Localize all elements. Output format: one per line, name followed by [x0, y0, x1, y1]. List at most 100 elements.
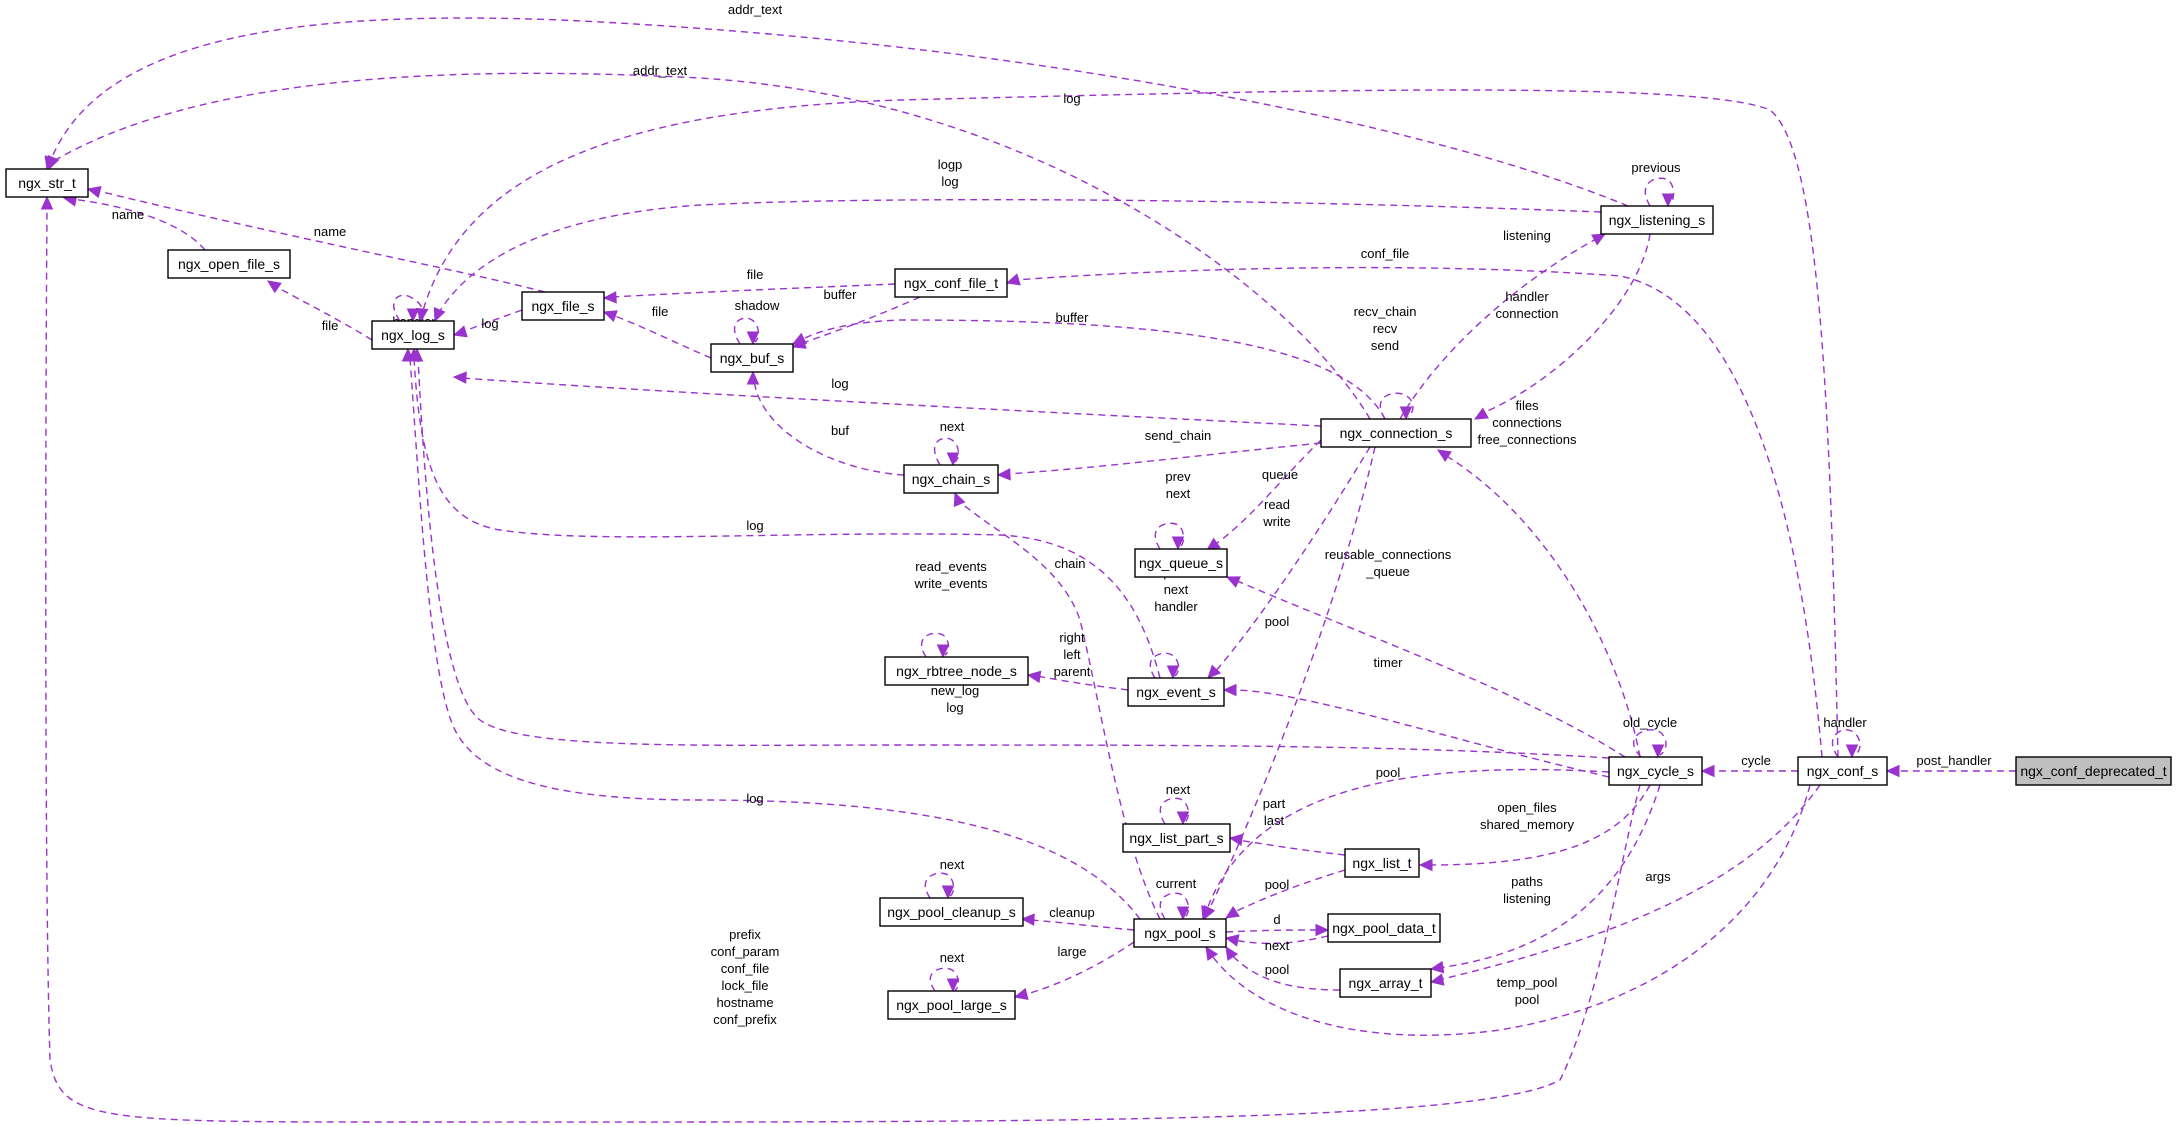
node-ngx_list_t[interactable]: ngx_list_t: [1344, 848, 1420, 878]
edge-label: log: [481, 316, 498, 331]
arrowhead-icon: [946, 452, 960, 467]
node-ngx_log_s[interactable]: ngx_log_s: [371, 320, 455, 350]
edge-label: reusable_connections: [1325, 547, 1452, 562]
arrowhead-icon: [1429, 960, 1445, 974]
node-ngx_conf_file_t[interactable]: ngx_conf_file_t: [894, 268, 1008, 298]
node-ngx_pool_s[interactable]: ngx_pool_s: [1133, 918, 1227, 948]
edge-label: read_events: [915, 559, 987, 574]
node-ngx_file_s[interactable]: ngx_file_s: [521, 291, 605, 321]
arrowhead-icon: [1315, 923, 1330, 937]
edge-label: log: [746, 518, 763, 533]
node-ngx_pool_cleanup_s[interactable]: ngx_pool_cleanup_s: [879, 897, 1024, 927]
node-ngx_pool_large_s[interactable]: ngx_pool_large_s: [887, 990, 1016, 1020]
edge-line: [417, 356, 1610, 759]
edge-label: next: [940, 950, 965, 965]
node-ngx_pool_data_t[interactable]: ngx_pool_data_t: [1327, 913, 1441, 943]
arrowhead-icon: [1020, 913, 1035, 926]
edge-label: connections: [1492, 415, 1562, 430]
edge-ngx_list_t-to-ngx_pool_s: pool: [1224, 869, 1346, 919]
arrowhead-icon: [1651, 744, 1665, 759]
edge-line: [1237, 839, 1346, 856]
edge-line: [1233, 935, 1329, 945]
edge-label: logp: [938, 157, 963, 172]
edge-label: file: [747, 267, 764, 282]
node-ngx_listening_s[interactable]: ngx_listening_s: [1600, 205, 1714, 235]
arrowhead-icon: [1591, 233, 1607, 246]
node-ngx_buf_s[interactable]: ngx_buf_s: [710, 343, 794, 373]
node-ngx_rbtree_node_s[interactable]: ngx_rbtree_node_s: [884, 656, 1029, 686]
edge-ngx_pool_s-to-ngx_pool_data_t: d: [1225, 912, 1330, 937]
arrowhead-icon: [946, 978, 960, 993]
arrowhead-icon: [452, 325, 468, 338]
edge-ngx_connection_s-to-ngx_chain_s: send_chain: [996, 428, 1322, 481]
node-box: [2015, 756, 2172, 786]
edge-label: open_files: [1497, 800, 1557, 815]
nodes-layer: ngx_str_t ngx_open_file_s ngx_log_s ngx_fil…: [5, 168, 2172, 1020]
arrowhead-icon: [602, 291, 617, 304]
node-ngx_conf_deprecated_t[interactable]: ngx_conf_deprecated_t: [2015, 756, 2172, 786]
node-ngx_open_file_s[interactable]: ngx_open_file_s: [167, 249, 291, 279]
node-label: ngx_list_t: [1352, 855, 1411, 871]
node-ngx_connection_s[interactable]: ngx_connection_s: [1320, 418, 1472, 448]
node-ngx_str_t[interactable]: ngx_str_t: [5, 168, 89, 198]
node-ngx_cycle_s[interactable]: ngx_cycle_s: [1608, 756, 1703, 786]
arrowhead-icon: [1176, 811, 1190, 826]
node-ngx_list_part_s[interactable]: ngx_list_part_s: [1122, 823, 1231, 853]
arrowhead-icon: [1166, 665, 1180, 680]
node-ngx_array_t[interactable]: ngx_array_t: [1339, 968, 1432, 998]
edge-label: current: [1156, 876, 1197, 891]
arrowhead-icon: [1013, 987, 1029, 1001]
node-ngx_chain_s[interactable]: ngx_chain_s: [903, 464, 999, 494]
edge-label: prev: [1165, 469, 1191, 484]
edge-ngx_pool_s-to-ngx_log_s: log: [401, 347, 1141, 920]
edge-ngx_chain_s-to-ngx_chain_s: next: [933, 419, 965, 467]
edge-ngx_conf_s-to-ngx_log_s: log: [415, 89, 1839, 758]
edge-label: next: [1166, 782, 1191, 797]
node-ngx_conf_s[interactable]: ngx_conf_s: [1797, 756, 1888, 786]
node-box: [1600, 205, 1714, 235]
edge-line: [1482, 233, 1651, 414]
edge-ngx_buf_s-to-ngx_buf_s: shadow: [733, 298, 780, 346]
edge-ngx_pool_s-to-ngx_pool_large_s: large: [1013, 941, 1135, 1001]
edge-ngx_pool_large_s-to-ngx_pool_large_s: next: [929, 950, 965, 993]
edge-ngx_log_s-to-ngx_open_file_s: file: [267, 280, 373, 341]
edge-label: handler: [1823, 715, 1867, 730]
arrowhead-icon: [1224, 905, 1240, 919]
edge-label: previous: [1631, 160, 1681, 175]
edge-label: send: [1371, 338, 1399, 353]
node-box: [167, 249, 291, 279]
edge-line: [461, 309, 523, 333]
edge-label: buf: [831, 423, 849, 438]
edge-line: [753, 379, 905, 476]
arrowhead-icon: [47, 155, 60, 171]
edge-ngx_cycle_s-to-ngx_pool_s: pool: [1201, 765, 1610, 921]
edge-line: [51, 72, 1371, 420]
arrowhead-icon: [452, 371, 467, 384]
edge-label: left: [1063, 647, 1081, 662]
edge-ngx_cycle_s-to-ngx_queue_s: reusable_connections_queue: [1225, 547, 1626, 758]
edge-line: [1437, 784, 1661, 969]
edge-label: d: [1273, 912, 1280, 927]
edge-label: file: [652, 304, 669, 319]
arrowhead-icon: [406, 308, 420, 323]
node-ngx_event_s[interactable]: ngx_event_s: [1127, 677, 1225, 707]
edge-label: new_log: [931, 683, 979, 698]
node-ngx_queue_s[interactable]: ngx_queue_s: [1134, 548, 1228, 578]
edge-label: buffer: [1055, 310, 1089, 325]
edge-line: [49, 17, 1629, 207]
edge-ngx_buf_s-to-ngx_file_s: file: [602, 304, 712, 359]
edge-label: part: [1263, 796, 1286, 811]
node-box: [1608, 756, 1703, 786]
node-box: [1327, 913, 1441, 943]
edge-label: next: [940, 857, 965, 872]
node-box: [1320, 418, 1472, 448]
edge-label: conf_param: [711, 944, 780, 959]
edge-label: pool: [1265, 614, 1290, 629]
node-label: ngx_listening_s: [1609, 212, 1706, 228]
arrowhead-icon: [602, 310, 618, 323]
